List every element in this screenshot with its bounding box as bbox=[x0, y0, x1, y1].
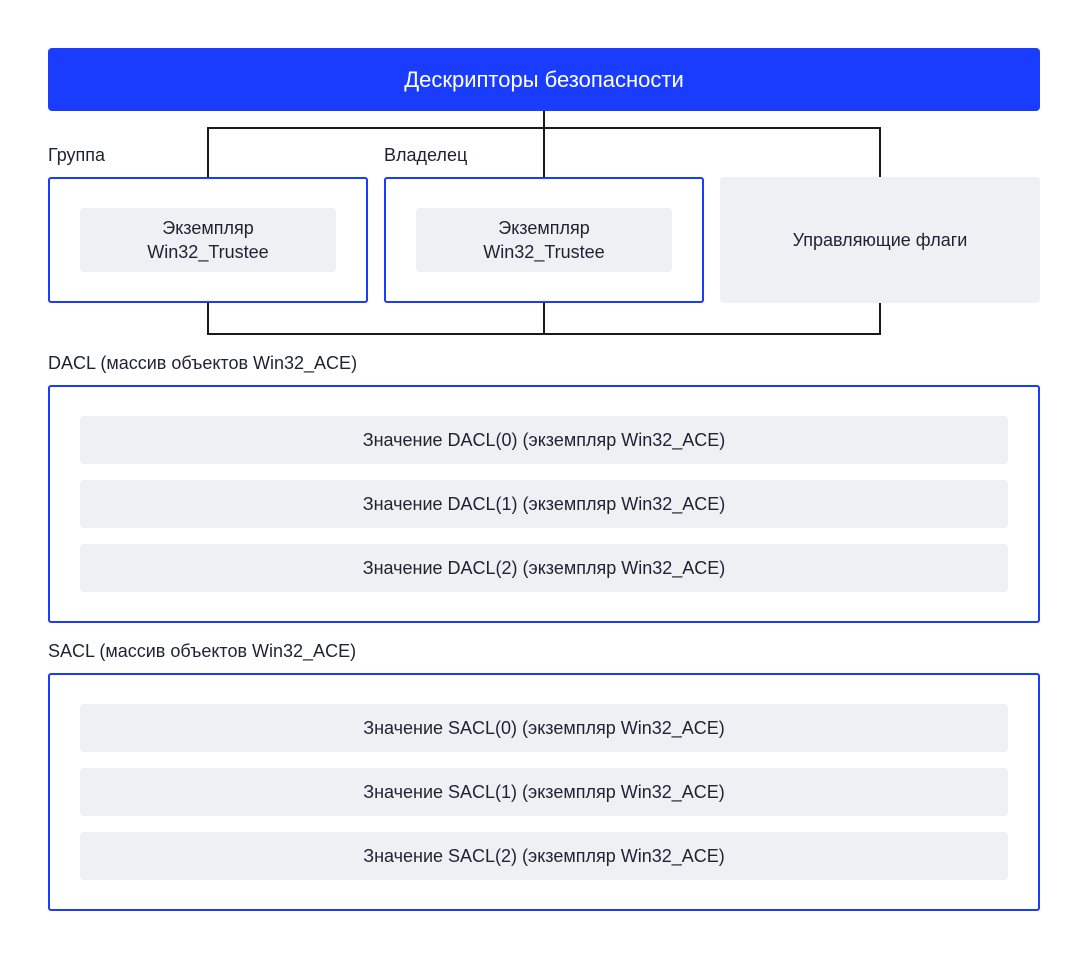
group-label: Группа bbox=[48, 145, 106, 165]
owner-instance-line2: Win32_Trustee bbox=[483, 242, 605, 262]
dacl-item-label: Значение DACL(2) (экземпляр Win32_ACE) bbox=[362, 558, 726, 578]
owner-box: Экземпляр Win32_Trustee bbox=[384, 177, 704, 303]
header-title: Дескрипторы безопасности bbox=[404, 66, 684, 92]
sacl-item: Значение SACL(2) (экземпляр Win32_ACE) bbox=[80, 832, 1008, 880]
dacl-item: Значение DACL(1) (экземпляр Win32_ACE) bbox=[80, 480, 1008, 528]
dacl-label: DACL (массив объектов Win32_ACE) bbox=[48, 353, 358, 373]
connector-top-bar bbox=[207, 127, 881, 129]
sacl-item-label: Значение SACL(2) (экземпляр Win32_ACE) bbox=[363, 846, 725, 866]
connector-bottom-right-rise bbox=[879, 303, 881, 335]
sacl-label: SACL (массив объектов Win32_ACE) bbox=[48, 641, 357, 661]
security-descriptors-header: Дескрипторы безопасности bbox=[48, 48, 1040, 111]
sacl-box: Значение SACL(0) (экземпляр Win32_ACE) З… bbox=[48, 673, 1040, 911]
dacl-box: Значение DACL(0) (экземпляр Win32_ACE) З… bbox=[48, 385, 1040, 623]
dacl-item: Значение DACL(0) (экземпляр Win32_ACE) bbox=[80, 416, 1008, 464]
dacl-item-label: Значение DACL(1) (экземпляр Win32_ACE) bbox=[362, 494, 726, 514]
sacl-item-label: Значение SACL(1) (экземпляр Win32_ACE) bbox=[363, 782, 725, 802]
owner-label: Владелец bbox=[384, 145, 468, 165]
sacl-item-label: Значение SACL(0) (экземпляр Win32_ACE) bbox=[363, 718, 725, 738]
group-instance-line2: Win32_Trustee bbox=[147, 242, 269, 262]
sacl-item: Значение SACL(0) (экземпляр Win32_ACE) bbox=[80, 704, 1008, 752]
owner-instance-line1: Экземпляр bbox=[498, 218, 590, 238]
connector-top-left-drop bbox=[207, 127, 209, 177]
group-trustee-instance: Экземпляр Win32_Trustee bbox=[80, 208, 336, 272]
connector-bottom-left-rise bbox=[207, 303, 209, 335]
control-flags-label: Управляющие флаги bbox=[792, 230, 968, 250]
control-flags-box: Управляющие флаги bbox=[720, 177, 1040, 303]
connector-bottom-bar bbox=[207, 333, 881, 335]
dacl-item-label: Значение DACL(0) (экземпляр Win32_ACE) bbox=[362, 430, 726, 450]
connector-top-right-drop bbox=[879, 127, 881, 177]
group-instance-line1: Экземпляр bbox=[162, 218, 254, 238]
group-box: Экземпляр Win32_Trustee bbox=[48, 177, 368, 303]
sacl-item: Значение SACL(1) (экземпляр Win32_ACE) bbox=[80, 768, 1008, 816]
dacl-item: Значение DACL(2) (экземпляр Win32_ACE) bbox=[80, 544, 1008, 592]
owner-trustee-instance: Экземпляр Win32_Trustee bbox=[416, 208, 672, 272]
